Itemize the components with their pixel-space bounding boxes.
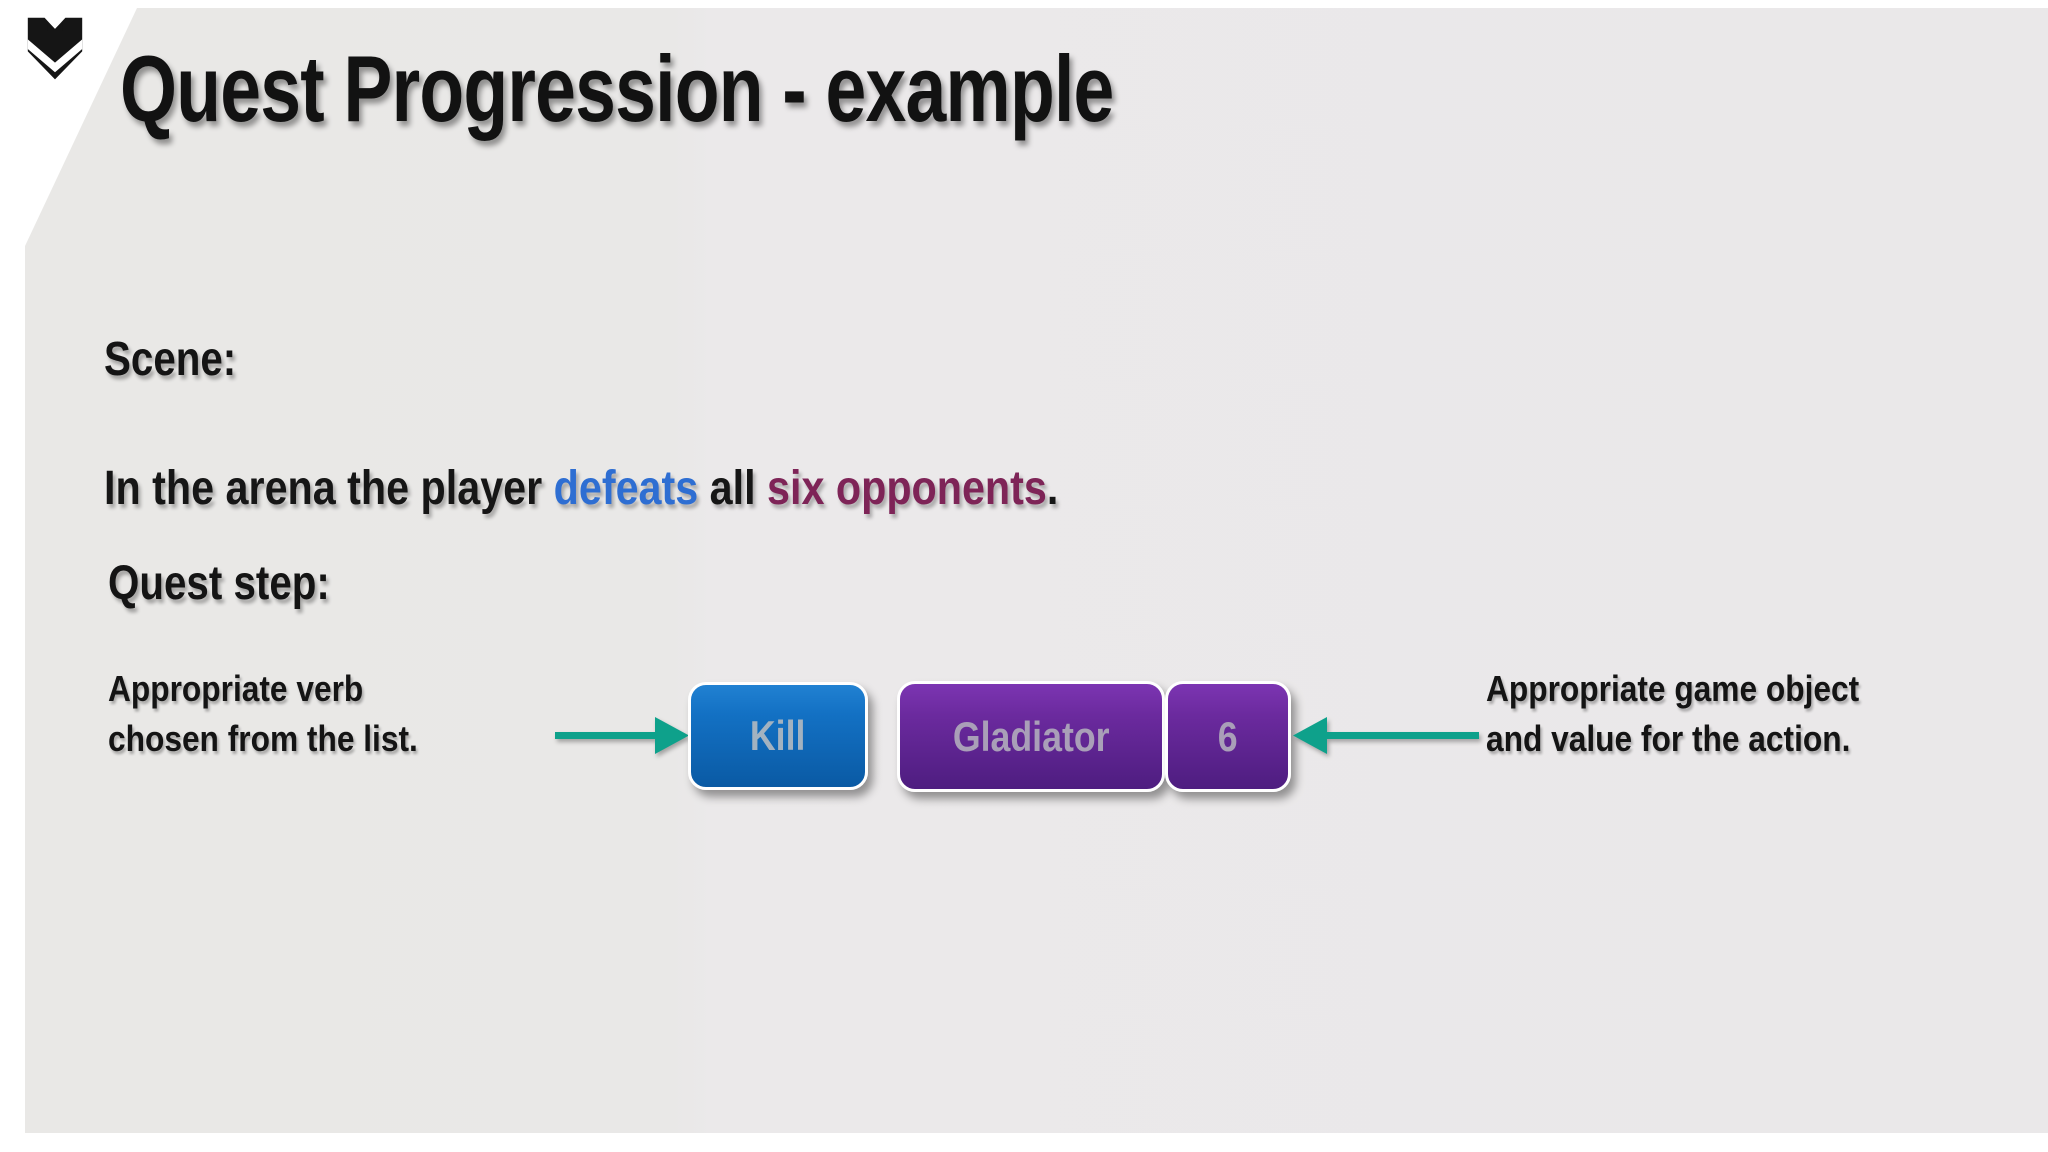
scene-sentence-part2: all — [698, 462, 768, 515]
quest-value-button-label: 6 — [1218, 712, 1238, 760]
scene-sentence-object: six opponents — [767, 462, 1047, 515]
quest-value-button[interactable]: 6 — [1165, 681, 1291, 792]
quest-object-button-label: Gladiator — [952, 712, 1110, 760]
arrow-left-icon — [1293, 717, 1479, 754]
quest-verb-button[interactable]: Kill — [688, 682, 868, 790]
verb-annotation: Appropriate verb chosen from the list. — [108, 664, 418, 764]
quest-step-label: Quest step: — [108, 557, 330, 610]
object-annotation-line2: and value for the action. — [1486, 718, 1851, 759]
slide-background-panel — [25, 8, 2048, 1133]
verb-annotation-line2: chosen from the list. — [108, 718, 418, 759]
quest-verb-button-label: Kill — [750, 712, 806, 759]
quest-object-button[interactable]: Gladiator — [897, 681, 1165, 792]
scene-sentence-part1: In the arena the player — [104, 462, 554, 515]
verb-annotation-line1: Appropriate verb — [108, 668, 364, 709]
object-annotation-line1: Appropriate game object — [1486, 668, 1860, 709]
arrow-right-icon — [555, 717, 689, 754]
scene-sentence-verb: defeats — [553, 462, 699, 515]
chevron-shield-logo — [27, 17, 83, 80]
scene-label: Scene: — [104, 333, 237, 386]
object-annotation: Appropriate game object and value for the… — [1486, 664, 1859, 764]
scene-sentence: In the arena the player defeats all six … — [104, 460, 1058, 518]
page-title: Quest Progression - example — [120, 36, 1114, 141]
scene-sentence-period: . — [1046, 462, 1059, 515]
